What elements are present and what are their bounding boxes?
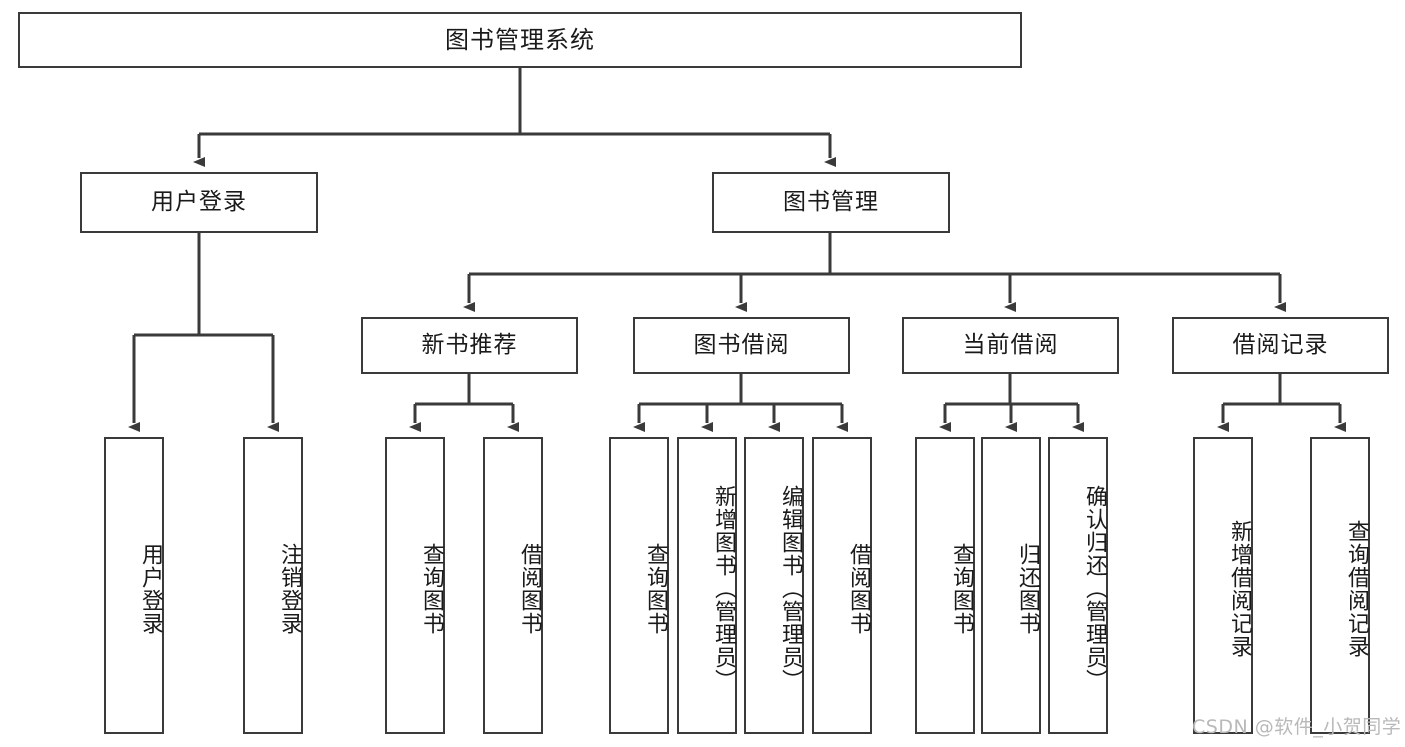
leaf-borrow-lend-book[interactable]: 借阅图书 xyxy=(812,437,872,734)
node-label: 借阅图书 xyxy=(517,542,542,635)
leaf-borrow-query-book[interactable]: 查询图书 xyxy=(609,437,669,734)
node-label: 用户登录 xyxy=(138,542,163,635)
node-label: 图书借阅 xyxy=(693,331,790,358)
node-label: 查询图书 xyxy=(419,542,444,635)
leaf-current-confirm-return[interactable]: 确认归还（管理员） xyxy=(1048,437,1108,734)
leaf-current-query-book[interactable]: 查询图书 xyxy=(915,437,975,734)
leaf-current-return-book[interactable]: 归还图书 xyxy=(981,437,1041,734)
node-label: 图书管理 xyxy=(783,188,879,215)
node-label: 查询图书 xyxy=(643,542,668,635)
node-label: 用户登录 xyxy=(151,188,247,215)
node-label: 新增图书（管理员） xyxy=(711,485,736,692)
node-root-system[interactable]: 图书管理系统 xyxy=(18,12,1022,68)
node-label: 注销登录 xyxy=(277,542,302,635)
node-book-borrow[interactable]: 图书借阅 xyxy=(633,317,850,374)
node-current-borrow[interactable]: 当前借阅 xyxy=(902,317,1119,374)
node-label: 确认归还（管理员） xyxy=(1082,485,1107,692)
leaf-record-query[interactable]: 查询借阅记录 xyxy=(1310,437,1370,734)
leaf-borrow-add-book[interactable]: 新增图书（管理员） xyxy=(677,437,737,734)
node-borrow-record[interactable]: 借阅记录 xyxy=(1172,317,1389,374)
leaf-user-logout[interactable]: 注销登录 xyxy=(243,437,303,734)
node-label: 查询图书 xyxy=(949,542,974,635)
node-label: 归还图书 xyxy=(1015,542,1040,635)
leaf-borrow-edit-book[interactable]: 编辑图书（管理员） xyxy=(744,437,804,734)
node-book-manage[interactable]: 图书管理 xyxy=(712,172,950,233)
node-label: 新增借阅记录 xyxy=(1227,519,1252,658)
node-label: 当前借阅 xyxy=(962,331,1059,358)
leaf-recommend-borrow-book[interactable]: 借阅图书 xyxy=(483,437,543,734)
leaf-record-add[interactable]: 新增借阅记录 xyxy=(1193,437,1253,734)
node-label: 查询借阅记录 xyxy=(1344,519,1369,658)
node-label: 编辑图书（管理员） xyxy=(778,485,803,692)
node-new-book-recommend[interactable]: 新书推荐 xyxy=(361,317,578,374)
node-label: 图书管理系统 xyxy=(445,25,595,54)
node-user-login[interactable]: 用户登录 xyxy=(80,172,318,233)
node-label: 新书推荐 xyxy=(421,331,518,358)
watermark-text: CSDN @软件_小贺同学 xyxy=(1192,716,1402,738)
node-label: 借阅记录 xyxy=(1232,331,1329,358)
node-label: 借阅图书 xyxy=(846,542,871,635)
leaf-recommend-query-book[interactable]: 查询图书 xyxy=(385,437,445,734)
leaf-user-login[interactable]: 用户登录 xyxy=(104,437,164,734)
